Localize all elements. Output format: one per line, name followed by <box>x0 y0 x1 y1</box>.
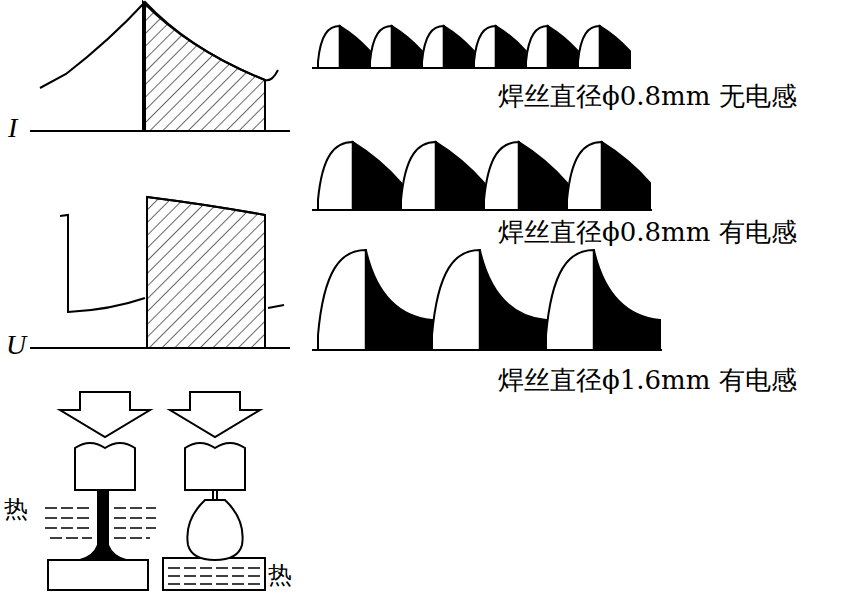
waveform-caption: 焊丝直径ϕ0.8mm 有电感 <box>498 218 797 247</box>
heat-label: 热 <box>4 496 28 522</box>
axis-label: I <box>8 113 17 144</box>
waveform-caption: 焊丝直径ϕ1.6mm 有电感 <box>498 366 797 395</box>
axis-label: U <box>6 330 26 361</box>
waveform-caption: 焊丝直径ϕ0.8mm 无电感 <box>498 82 797 111</box>
heat-label: 热 <box>268 562 292 588</box>
